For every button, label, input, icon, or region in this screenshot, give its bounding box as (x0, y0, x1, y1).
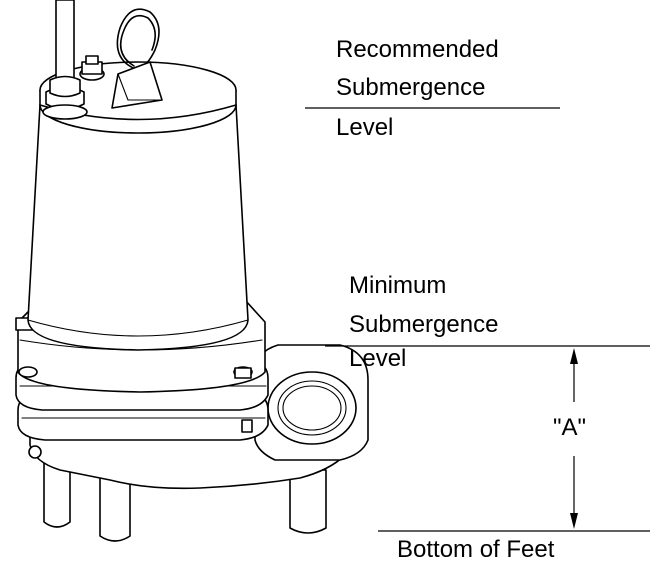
minimum-label-line-3: Level (349, 345, 407, 372)
arrowhead-down (570, 513, 578, 529)
recommended-label-line-3: Level (336, 114, 394, 141)
arrowhead-up (570, 348, 578, 364)
recommended-label-line-1: Recommended (336, 36, 499, 63)
reference-lines (305, 107, 650, 532)
dimension-a-label: "A" (553, 414, 587, 441)
minimum-label-line-1: Minimum (349, 272, 447, 299)
recommended-label-line-2: Submergence (336, 74, 486, 101)
lifting-ring-handle (111, 8, 163, 109)
vent-fitting (79, 55, 105, 81)
power-cable-entry (42, 0, 88, 120)
sewage-pump-drawing (15, 0, 369, 542)
bottom-of-feet-label: Bottom of Feet (397, 536, 555, 563)
dimension-a-arrow (570, 348, 578, 529)
minimum-label-line-2: Submergence (349, 311, 499, 338)
